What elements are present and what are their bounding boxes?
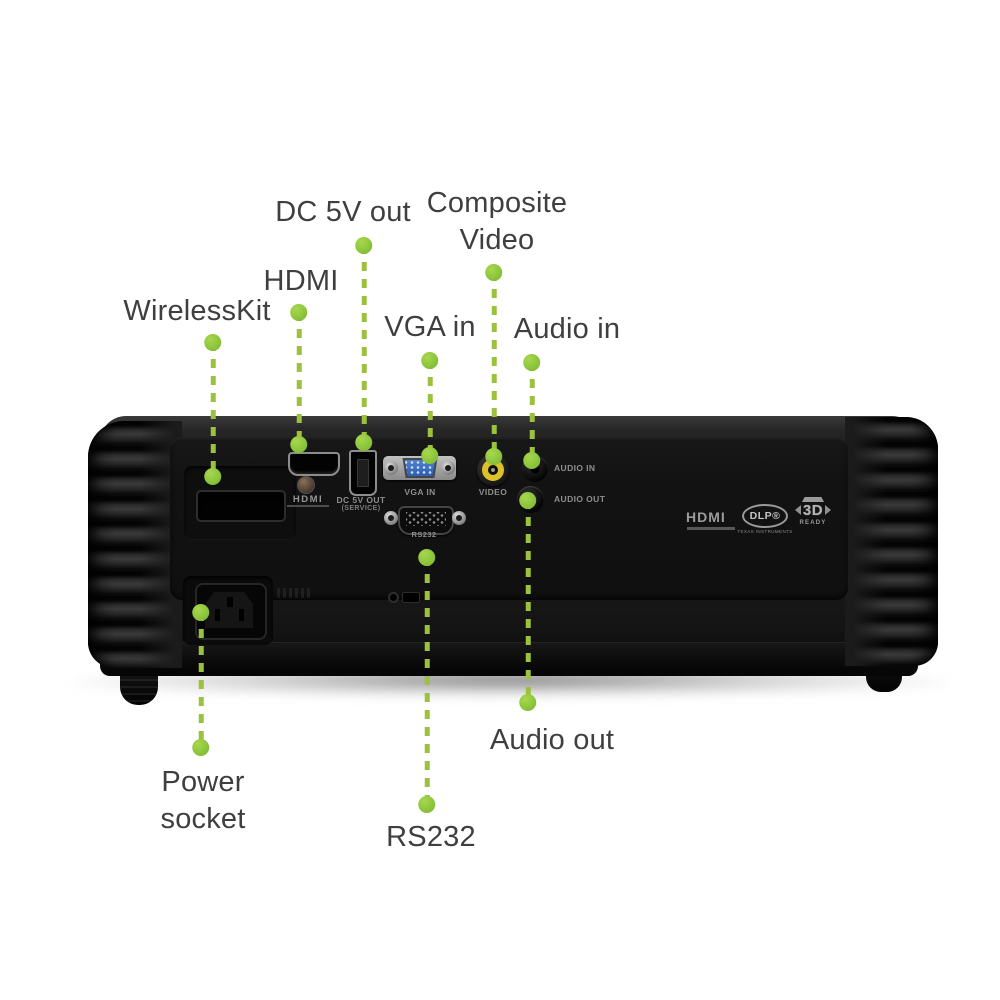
audio-out-label: AUDIO OUT bbox=[554, 494, 606, 504]
power-pin bbox=[215, 609, 220, 621]
leader-dot bbox=[192, 739, 210, 756]
leader-dot bbox=[485, 264, 503, 281]
leader-power-socket bbox=[192, 604, 210, 756]
molded-marking bbox=[277, 588, 311, 598]
leader-dot bbox=[421, 447, 439, 464]
3d-ready-logo: 3D READY bbox=[792, 497, 834, 535]
callout-hdmi: HDMI bbox=[263, 265, 339, 297]
callout-wirelesskit: WirelessKit bbox=[123, 295, 271, 327]
leader-wirelesskit bbox=[204, 334, 222, 485]
callout-audio-out: Audio out bbox=[489, 724, 615, 756]
leader-dot bbox=[355, 434, 373, 451]
leader-dot bbox=[519, 492, 537, 509]
callout-composite-line1: Composite bbox=[426, 187, 568, 219]
rs232-pins bbox=[406, 512, 446, 526]
3d-ready-subtext: READY bbox=[799, 520, 827, 526]
leader-rs232 bbox=[418, 549, 436, 813]
power-pin bbox=[227, 597, 233, 607]
power-pin bbox=[239, 609, 244, 621]
right-vent-fins bbox=[845, 417, 938, 666]
rs232-port-label: RS232 bbox=[411, 530, 437, 539]
hdmi-port bbox=[288, 452, 340, 476]
projector-bottom-band bbox=[104, 642, 914, 675]
vga-screw-post bbox=[384, 461, 398, 475]
callout-audio-in: Audio in bbox=[513, 313, 621, 345]
left-vent-fins bbox=[88, 421, 182, 668]
vga-screw-post bbox=[441, 461, 455, 475]
hdmi-port-label: HDMI bbox=[292, 494, 324, 505]
callout-dc-5v-out: DC 5V out bbox=[275, 196, 411, 228]
callout-composite-line2: Video bbox=[459, 224, 535, 256]
dc-5v-out-label: DC 5V OUT bbox=[336, 495, 386, 505]
hdmi-certification-seal-icon bbox=[297, 476, 315, 494]
leader-hdmi bbox=[290, 304, 308, 453]
hdmi-wordmark-microtext bbox=[287, 505, 329, 507]
leader-dot bbox=[519, 694, 537, 711]
rca-center-pin bbox=[491, 468, 495, 472]
vga-connector-blue bbox=[404, 460, 436, 476]
leader-dot bbox=[204, 468, 222, 485]
callout-power-socket: Power socket bbox=[160, 764, 245, 838]
service-label: (SERVICE) bbox=[341, 505, 381, 512]
leader-dot bbox=[523, 452, 541, 469]
vga-port bbox=[383, 456, 456, 480]
leader-dot bbox=[418, 796, 436, 813]
hdmi-logo-microtext bbox=[687, 527, 735, 530]
leader-dot bbox=[290, 436, 308, 453]
wirelesskit-slot bbox=[196, 490, 286, 522]
dlp-logo-subtext: TEXAS INSTRUMENTS bbox=[737, 529, 793, 534]
usb-service-port bbox=[349, 450, 377, 496]
leader-audio-out bbox=[519, 492, 537, 711]
leader-dot bbox=[204, 334, 222, 351]
audio-in-label: AUDIO IN bbox=[554, 463, 596, 473]
leader-audio-in bbox=[523, 354, 541, 469]
rs232-port bbox=[398, 506, 454, 535]
leader-dot bbox=[290, 304, 308, 321]
leader-vga-in bbox=[421, 352, 439, 464]
callout-vga-in: VGA in bbox=[384, 311, 476, 343]
vga-in-label: VGA IN bbox=[404, 487, 436, 497]
rs232-screw-post bbox=[384, 511, 398, 525]
kensington-lock-slot bbox=[388, 591, 420, 604]
3d-ready-logo-bar bbox=[802, 497, 824, 502]
kensington-icon bbox=[388, 592, 399, 603]
callout-composite-video: Composite Video bbox=[427, 185, 567, 259]
dlp-logo: DLP® bbox=[742, 504, 788, 528]
leader-dot bbox=[192, 604, 210, 621]
leader-dot bbox=[355, 237, 373, 254]
kensington-slot-opening bbox=[402, 592, 420, 603]
leader-dc-5v-out bbox=[355, 237, 373, 451]
usb-tongue bbox=[357, 459, 369, 487]
leader-dot bbox=[421, 352, 439, 369]
callout-rs232: RS232 bbox=[386, 821, 476, 853]
composite-video-port bbox=[477, 454, 509, 486]
leader-dot bbox=[418, 549, 436, 566]
leader-dot bbox=[485, 448, 503, 465]
rs232-screw-post bbox=[452, 511, 466, 525]
callout-power-line2: socket bbox=[160, 803, 246, 835]
callout-power-line1: Power bbox=[161, 766, 245, 798]
hdmi-logo: HDMI bbox=[686, 509, 726, 525]
video-label: VIDEO bbox=[478, 487, 508, 497]
leader-composite-video bbox=[485, 264, 503, 465]
leader-dot bbox=[523, 354, 541, 371]
3d-glasses-icon: 3D bbox=[794, 502, 832, 519]
